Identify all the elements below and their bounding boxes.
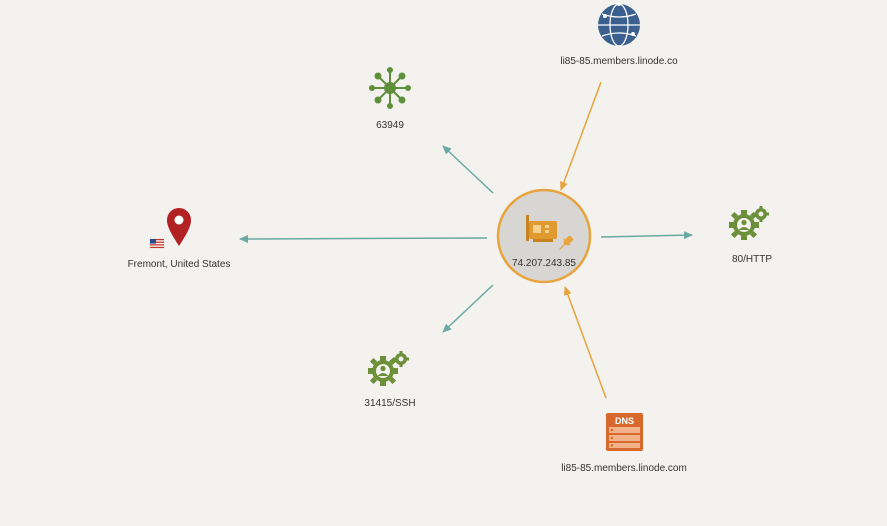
port-ssh-node[interactable]: 31415/SSH: [364, 351, 416, 409]
map-pin-icon: [167, 208, 191, 246]
dns-badge: DNS: [615, 416, 634, 426]
edge-center-to-port-ssh[interactable]: [442, 284, 494, 333]
asn-label: 63949: [376, 120, 404, 131]
edge-dns-to-center[interactable]: [564, 286, 607, 399]
hostname-top-label: li85-85.members.linode.co: [560, 56, 678, 67]
network-hub-icon: [369, 67, 411, 109]
edge-hostname-to-center[interactable]: [560, 81, 602, 191]
us-flag-icon: [149, 238, 165, 249]
location-label: Fremont, United States: [128, 259, 231, 270]
asn-node[interactable]: 63949: [369, 67, 411, 131]
ip-address-label: 74.207.243.85: [512, 258, 576, 269]
hostname-top-node[interactable]: li85-85.members.linode.co: [560, 2, 678, 67]
edge-center-to-location[interactable]: [239, 234, 488, 243]
location-node[interactable]: Fremont, United States: [128, 208, 231, 270]
gears-user-icon: [368, 351, 409, 386]
edges: [239, 81, 693, 399]
network-card-icon: [526, 215, 557, 242]
dns-server-icon: DNS: [606, 413, 643, 451]
globe-icon: [598, 2, 640, 47]
port-http-label: 80/HTTP: [732, 254, 772, 265]
dns-node[interactable]: DNS li85-85.members.linode.com: [561, 413, 687, 474]
edge-center-to-asn[interactable]: [442, 145, 494, 194]
edge-center-to-port-http[interactable]: [600, 231, 693, 240]
ip-address-node[interactable]: 74.207.243.85: [496, 188, 592, 284]
port-http-node[interactable]: 80/HTTP: [729, 206, 772, 265]
port-ssh-label: 31415/SSH: [364, 398, 415, 409]
gears-user-icon: [729, 206, 769, 240]
dns-label: li85-85.members.linode.com: [561, 463, 687, 474]
